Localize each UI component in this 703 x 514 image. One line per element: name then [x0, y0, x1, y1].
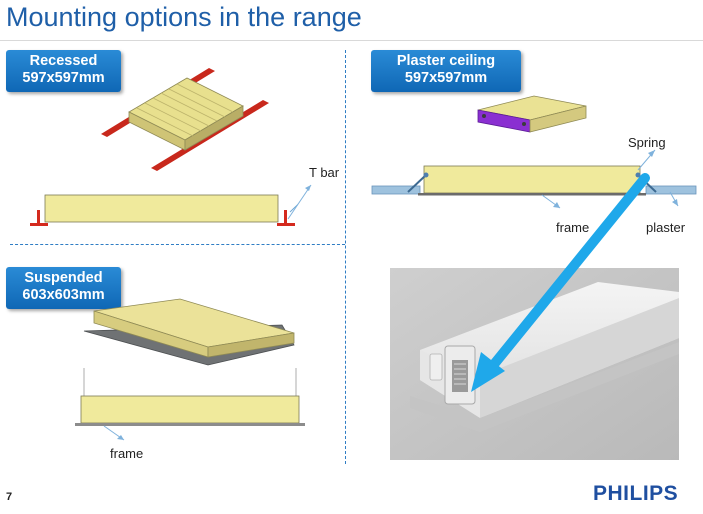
plaster-side-view: [371, 165, 697, 196]
recessed-name: Recessed: [29, 53, 98, 69]
suspended-frame-leader: [103, 425, 125, 441]
tbar-callout: T bar: [309, 165, 340, 180]
plaster-leader-lines: [541, 149, 679, 209]
recessed-iso-illustration: [101, 68, 269, 171]
suspended-iso-illustration: [83, 298, 295, 366]
recessed-badge: Recessed 597x597mm: [6, 50, 121, 92]
plaster-badge: Plaster ceiling 597x597mm: [371, 50, 521, 92]
spring-clip-photo: [390, 268, 679, 460]
plaster-callout: plaster: [646, 220, 686, 235]
brand-logo: PHILIPS: [593, 482, 679, 505]
section-divider-horizontal: [10, 244, 345, 245]
suspended-name: Suspended: [24, 270, 103, 286]
page-number: 7: [6, 491, 13, 503]
plaster-size: 597x597mm: [404, 70, 488, 86]
section-divider-vertical: [345, 50, 346, 464]
tbar-leader-line: [287, 184, 312, 220]
plaster-frame-callout: frame: [556, 220, 590, 235]
plaster-iso-illustration: [477, 95, 587, 133]
plaster-name: Plaster ceiling: [396, 53, 496, 69]
suspended-size: 603x603mm: [22, 287, 105, 303]
suspended-badge: Suspended 603x603mm: [6, 267, 121, 309]
recessed-size: 597x597mm: [22, 70, 105, 86]
recessed-side-view: [30, 194, 298, 226]
slide-title: Mounting options in the range: [6, 2, 362, 32]
suspended-side-view: [75, 368, 305, 426]
title-divider: [0, 40, 703, 41]
highlight-arrow: [471, 173, 650, 392]
suspended-frame-callout: frame: [110, 446, 144, 461]
spring-callout: Spring: [628, 135, 666, 150]
